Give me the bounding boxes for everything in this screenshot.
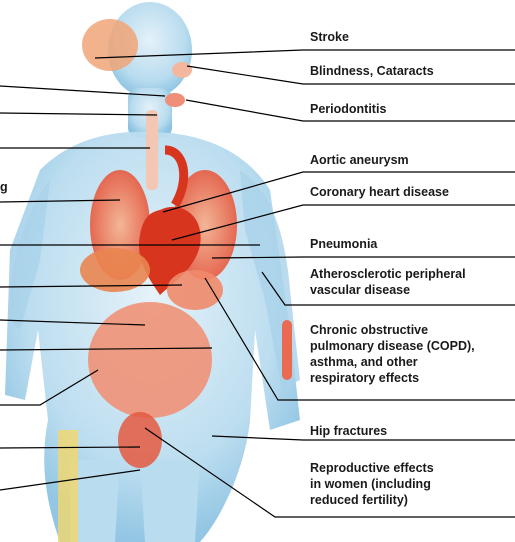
stomach [167, 270, 223, 310]
right-arm-artery [282, 320, 292, 380]
leader-pneumonia [212, 257, 515, 258]
left-leg-bone [58, 430, 78, 542]
label-blindness-cataracts: Blindness, Cataracts [310, 63, 434, 79]
intestines [88, 302, 212, 418]
label-peripheral-vascular-disease: Atherosclerotic peripheral vascular dise… [310, 266, 466, 298]
label-periodontitis: Periodontitis [310, 101, 386, 117]
eye-region [172, 62, 192, 78]
left-label-fragment: g [0, 180, 8, 194]
label-reproductive-effects: Reproductive effects in women (including… [310, 460, 434, 508]
mouth-region [165, 93, 185, 107]
label-aortic-aneurysm: Aortic aneurysm [310, 152, 409, 168]
label-copd: Chronic obstructive pulmonary disease (C… [310, 322, 475, 386]
label-stroke: Stroke [310, 29, 349, 45]
label-pneumonia: Pneumonia [310, 236, 377, 252]
trachea [146, 110, 158, 190]
brain [82, 19, 138, 71]
pelvis-organ [118, 412, 162, 468]
label-hip-fractures: Hip fractures [310, 423, 387, 439]
label-coronary-heart-disease: Coronary heart disease [310, 184, 449, 200]
